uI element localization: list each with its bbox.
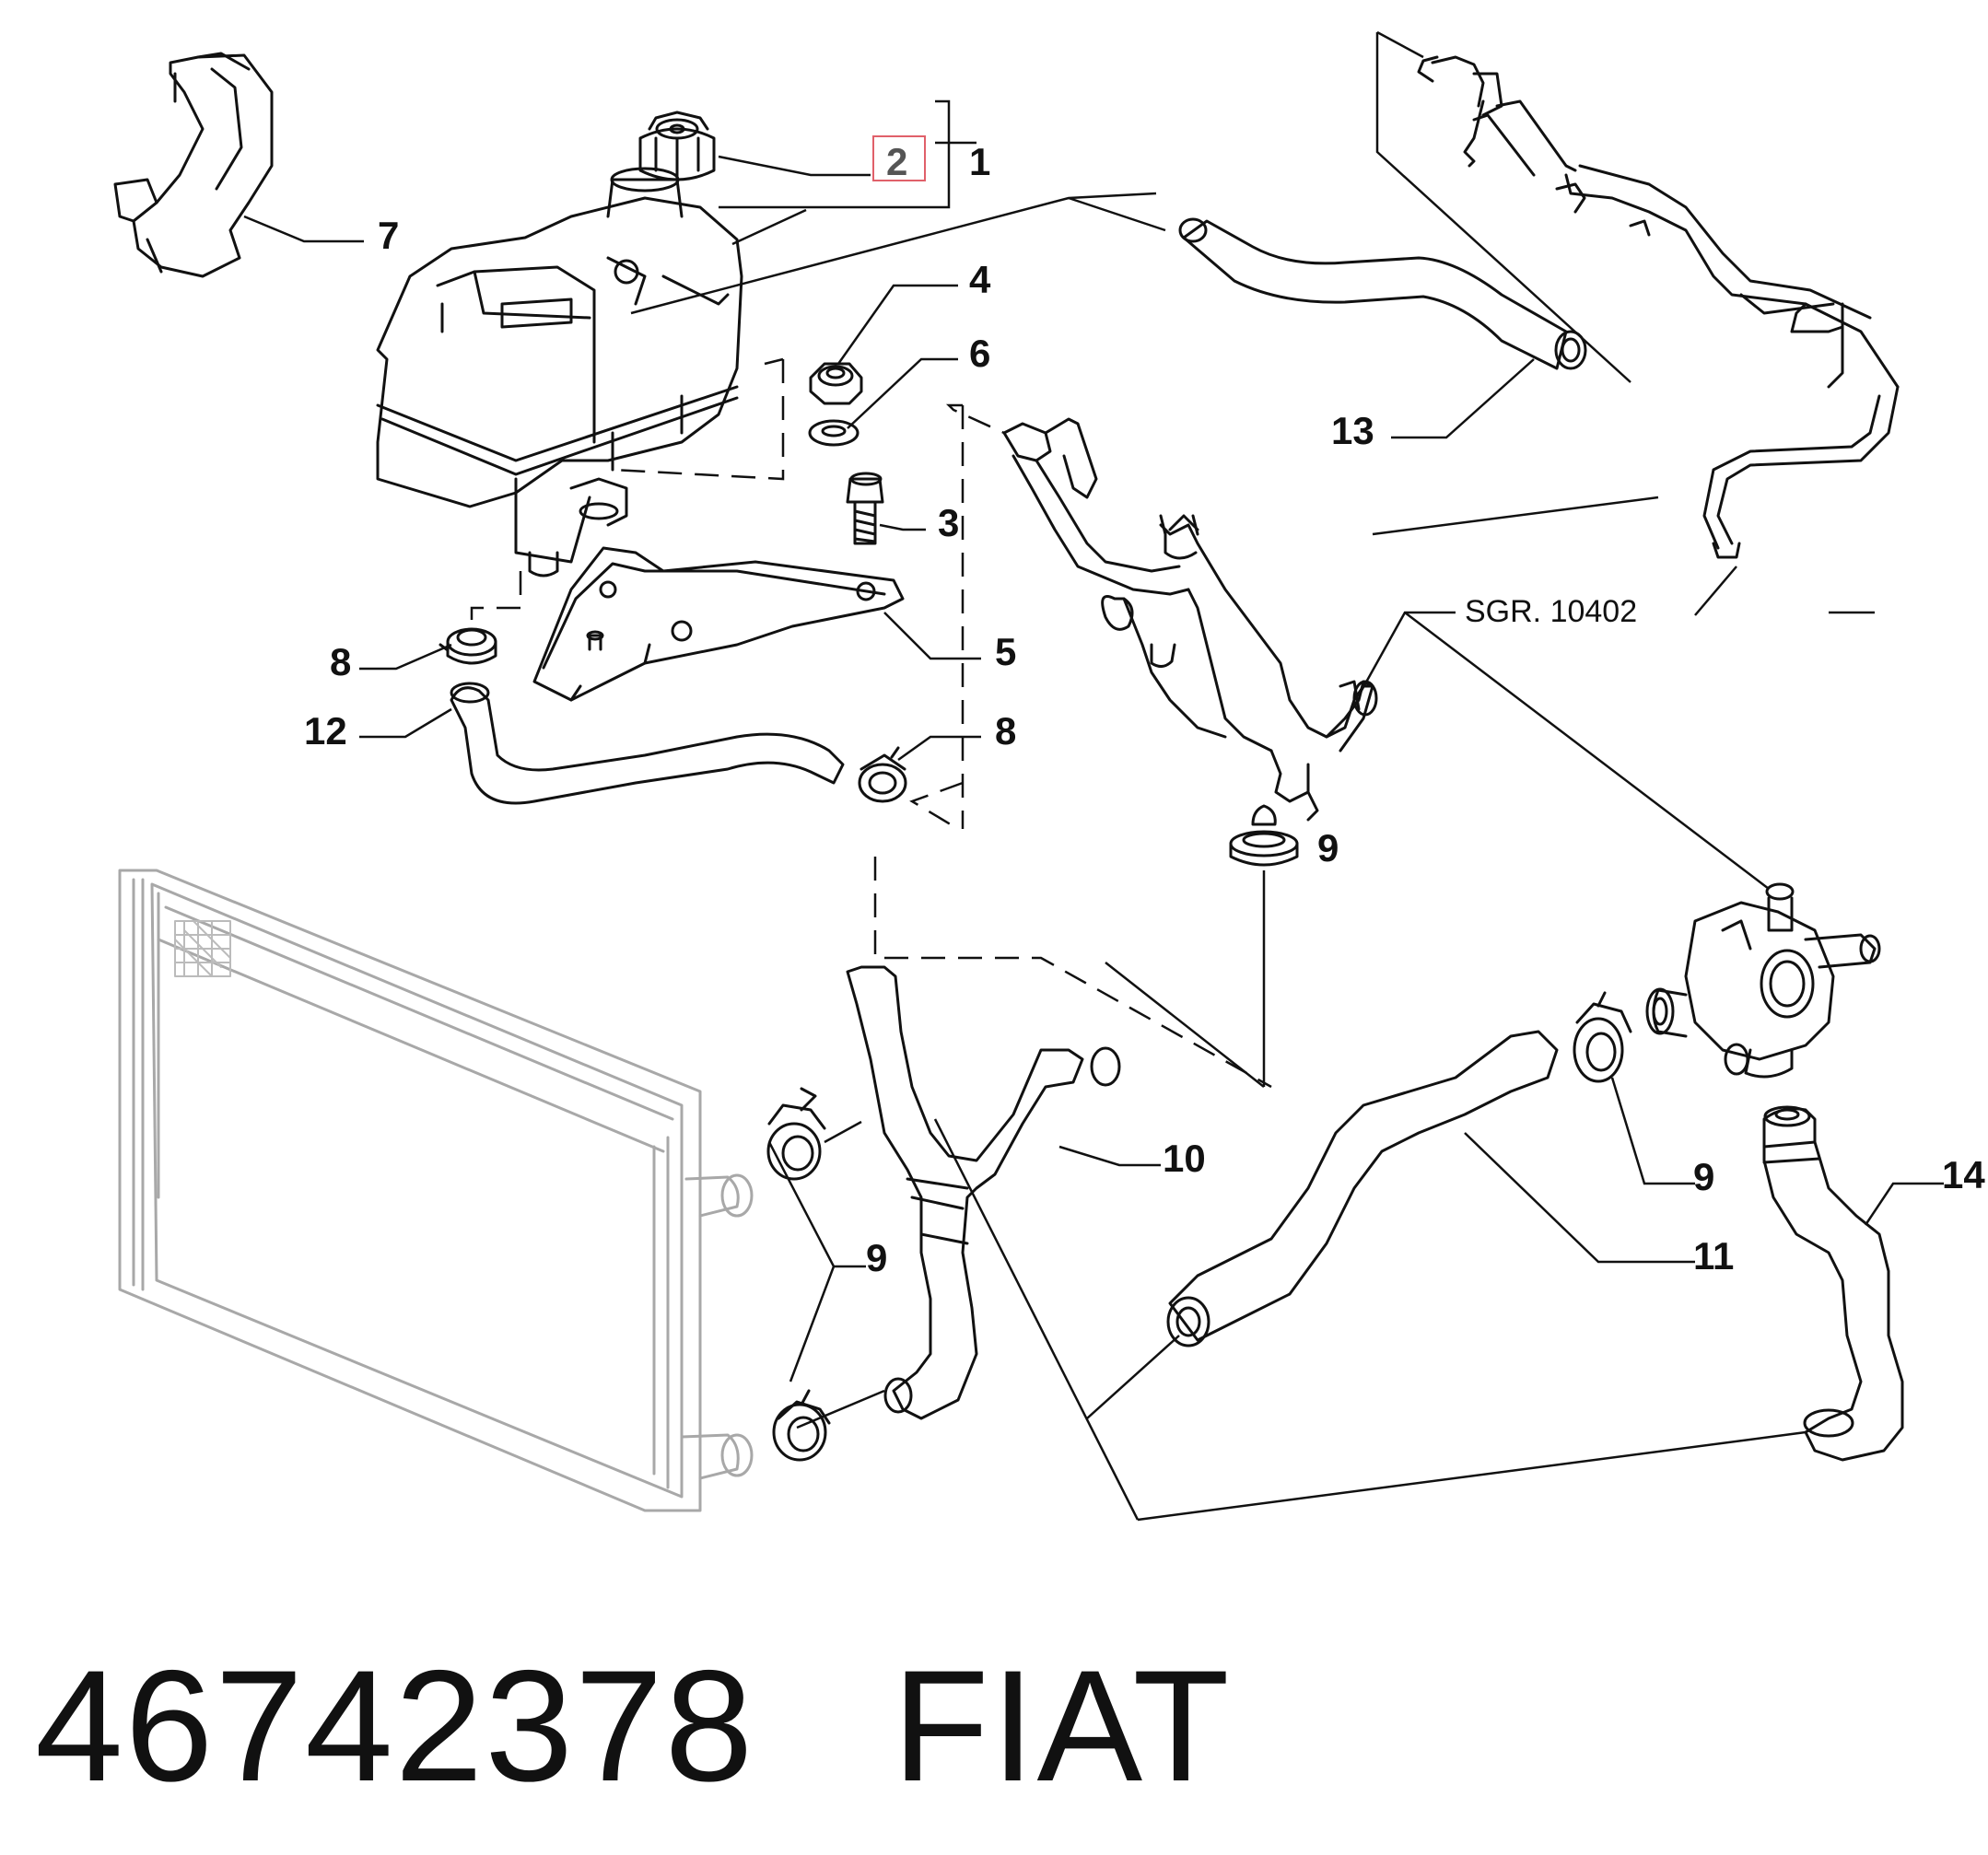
callout-9a: 9 (1317, 826, 1339, 869)
callout-9b: 9 (866, 1236, 887, 1279)
callout-5: 5 (995, 630, 1016, 673)
bolt-3 (846, 472, 884, 545)
clamp-9-right (1573, 991, 1632, 1083)
washer-6 (808, 419, 860, 447)
mounting-plate-5 (532, 546, 905, 702)
clamp-8-lower (858, 746, 907, 803)
part-number: 46742378 (35, 1638, 755, 1814)
expansion-tank-1 (376, 167, 743, 578)
clamp-9-left-lower (772, 1389, 831, 1462)
callout-3: 3 (938, 501, 959, 544)
callout-14: 14 (1942, 1153, 1985, 1196)
clamp-8-upper (439, 627, 497, 665)
hose-12 (450, 682, 845, 805)
clamp-9-left-upper (766, 1087, 826, 1181)
callout-6: 6 (969, 332, 990, 375)
water-manifold-pipe (1002, 417, 1378, 822)
nut-4 (809, 362, 863, 405)
callout-11: 11 (1693, 1234, 1734, 1278)
callout-1: 1 (969, 140, 990, 183)
hose-13 (1178, 217, 1587, 370)
callout-9c: 9 (1693, 1155, 1714, 1198)
thermostat-housing (1645, 882, 1881, 1079)
dashed-lines (470, 357, 1272, 1089)
leader-lines (243, 30, 1944, 1522)
callout-2: 2 (886, 140, 907, 183)
callout-10: 10 (1163, 1137, 1206, 1180)
callout-2-highlight (872, 135, 926, 181)
brand-name: FIAT (892, 1638, 1232, 1814)
callout-labels: 1 2 3 4 5 6 7 8 8 9 9 9 10 11 12 13 14 S… (304, 140, 1985, 1279)
clamp-9-center (1229, 804, 1299, 867)
callout-12: 12 (304, 709, 347, 752)
bracket-7 (113, 52, 274, 278)
reference-sgr: SGR. 10402 (1465, 594, 1637, 629)
callout-4: 4 (969, 258, 991, 301)
callout-13: 13 (1331, 409, 1374, 452)
callout-8a: 8 (330, 640, 351, 683)
hose-10 (846, 965, 1121, 1420)
cap-2 (638, 111, 716, 181)
coolant-pipe-assembly (1417, 55, 1900, 559)
callout-8b: 8 (995, 709, 1016, 752)
callout-7: 7 (378, 214, 399, 257)
hose-14 (1762, 1105, 1904, 1462)
radiator (118, 869, 754, 1512)
footer-caption: 46742378 FIAT (35, 1635, 1232, 1817)
hose-11 (1166, 1030, 1559, 1348)
